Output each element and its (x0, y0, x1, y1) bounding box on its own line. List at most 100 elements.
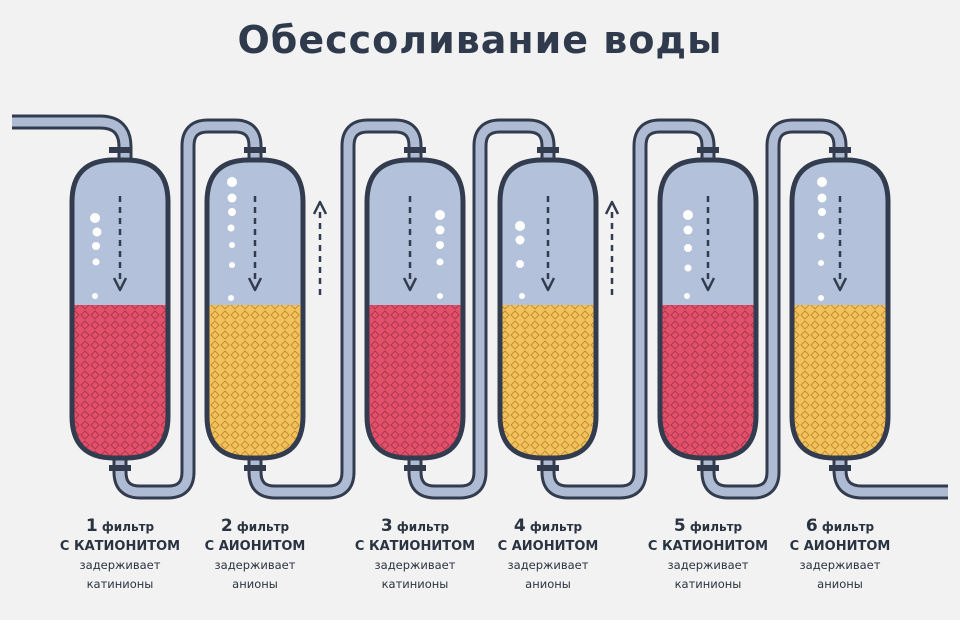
filter-number: 3 (380, 516, 393, 536)
filter-word: фильтр (529, 520, 583, 534)
anion-resin-bed (500, 305, 596, 458)
filter-tanks (69, 147, 891, 471)
filter-action: задерживает (799, 558, 881, 572)
filter-label-6: 6 фильтр С АИОНИТОМ задерживает анионы (765, 517, 915, 594)
diagram-title: Обессоливание воды (237, 18, 723, 62)
filter-action: задерживает (79, 558, 161, 572)
air-bubble-icon (515, 221, 525, 231)
air-bubble-icon (92, 242, 100, 250)
bottom-flange (244, 465, 266, 471)
tank-outline (789, 157, 891, 461)
bottom-flange (829, 465, 851, 471)
filter-resin: С КАТИОНИТОМ (354, 539, 476, 554)
filter-number: 6 (805, 516, 818, 536)
anion-resin-bed (207, 305, 303, 458)
filter-tank-6 (789, 147, 891, 471)
filter-label-4: 4 фильтр С АИОНИТОМ задерживает анионы (473, 517, 623, 594)
air-bubble-icon (227, 177, 237, 187)
filter-word: фильтр (689, 520, 743, 534)
filter-tank-5 (657, 147, 759, 471)
air-bubble-icon (227, 224, 235, 232)
air-bubble-icon (228, 208, 236, 216)
flow-down-arrow-icon (247, 196, 263, 292)
filter-action: задерживает (374, 558, 456, 572)
air-bubble-icon (516, 260, 524, 268)
filter-word: фильтр (101, 520, 155, 534)
air-bubble-icon (684, 293, 690, 299)
air-bubble-icon (90, 213, 100, 223)
bottom-flange (537, 465, 559, 471)
filter-ions: анионы (525, 577, 571, 591)
filter-tank-4 (497, 147, 599, 471)
air-bubble-icon (436, 241, 444, 249)
air-bubble-icon (684, 244, 692, 252)
filter-label-1: 1 фильтр С КАТИОНИТОМ задерживает катини… (45, 517, 195, 594)
bottom-flange (697, 465, 719, 471)
top-flange (829, 147, 851, 153)
filter-resin: С КАТИОНИТОМ (59, 539, 181, 554)
filter-word: фильтр (236, 520, 290, 534)
up-flow-arrows (312, 200, 620, 296)
filter-word: фильтр (821, 520, 875, 534)
filter-action: задерживает (507, 558, 589, 572)
air-bubble-icon (683, 210, 693, 220)
filter-ions: катинионы (674, 577, 742, 591)
filter-action: задерживает (214, 558, 296, 572)
filter-resin: С КАТИОНИТОМ (647, 539, 769, 554)
filter-label-5: 5 фильтр С КАТИОНИТОМ задерживает катини… (633, 517, 783, 594)
air-bubble-icon (229, 242, 235, 248)
filter-word: фильтр (396, 520, 450, 534)
flow-down-arrow-icon (832, 196, 848, 292)
filter-resin: С АИОНИТОМ (789, 539, 891, 554)
flow-up-arrow-icon (604, 200, 620, 296)
air-bubble-icon (436, 258, 444, 266)
filter-number: 2 (220, 516, 233, 536)
filter-number: 5 (673, 516, 686, 536)
cation-resin-bed (367, 305, 463, 458)
tank-outline (69, 157, 171, 461)
filter-tank-1 (69, 147, 171, 471)
pipe-network (12, 114, 948, 500)
tank-outline (657, 157, 759, 461)
air-bubble-icon (817, 232, 825, 240)
filter-action: задерживает (667, 558, 749, 572)
air-bubble-icon (229, 262, 235, 268)
filter-number: 1 (85, 516, 98, 536)
filter-ions: катинионы (381, 577, 449, 591)
air-bubble-icon (227, 193, 237, 203)
bottom-flange (404, 465, 426, 471)
top-flange (537, 147, 559, 153)
top-flange (404, 147, 426, 153)
air-bubble-icon (818, 295, 824, 301)
air-bubble-icon (437, 293, 443, 299)
anion-resin-bed (792, 305, 888, 458)
air-bubble-icon (818, 260, 824, 266)
top-flange (109, 147, 131, 153)
air-bubble-icon (684, 264, 692, 272)
water-zone (367, 160, 463, 305)
flow-down-arrow-icon (402, 196, 418, 292)
flow-up-arrow-icon (312, 200, 328, 296)
air-bubble-icon (817, 177, 827, 187)
filter-ions: анионы (232, 577, 278, 591)
filter-label-2: 2 фильтр С АИОНИТОМ задерживает анионы (180, 517, 330, 594)
air-bubble-icon (228, 295, 234, 301)
top-flange (244, 147, 266, 153)
air-bubble-icon (92, 227, 102, 237)
filter-ions: анионы (817, 577, 863, 591)
pipe-fill (12, 117, 948, 497)
air-bubble-icon (519, 293, 525, 299)
filter-ions: катинионы (86, 577, 154, 591)
air-bubble-icon (92, 293, 98, 299)
cation-resin-bed (72, 305, 168, 458)
filter-resin: С АИОНИТОМ (497, 539, 599, 554)
flow-down-arrow-icon (700, 196, 716, 292)
filter-resin: С АИОНИТОМ (204, 539, 306, 554)
tank-outline (204, 157, 306, 461)
flow-down-arrow-icon (540, 196, 556, 292)
air-bubble-icon (435, 225, 445, 235)
tank-outline (497, 157, 599, 461)
filter-tank-3 (364, 147, 466, 471)
